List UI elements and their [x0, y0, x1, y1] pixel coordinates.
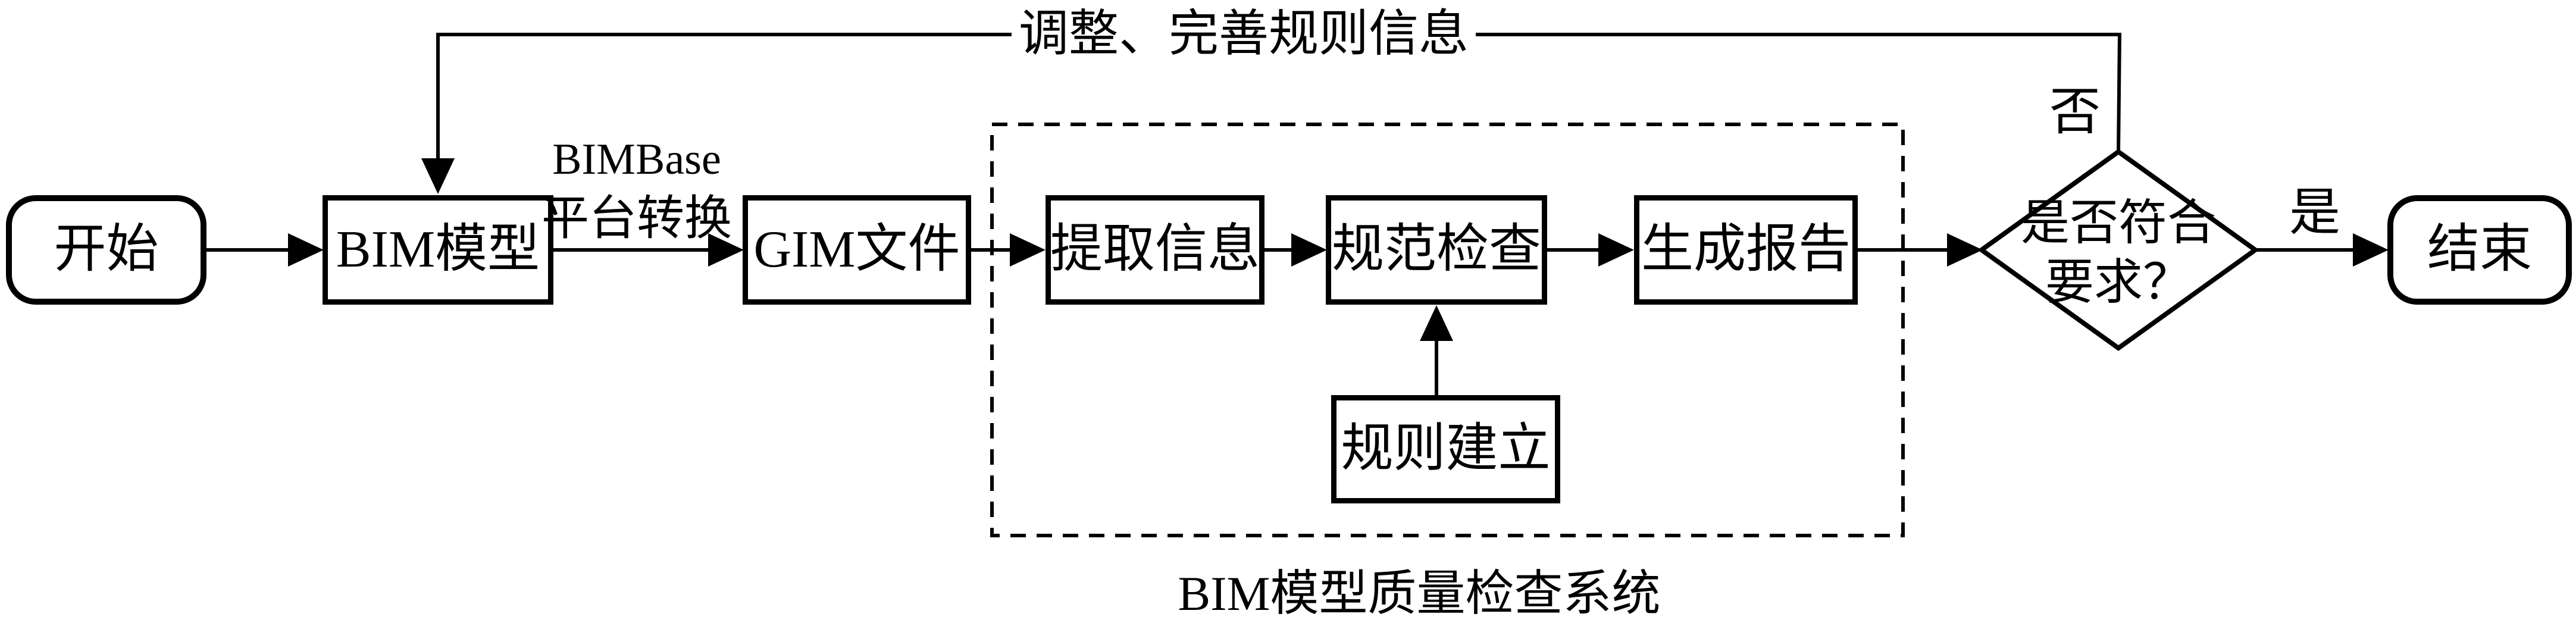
edge-bim-model-to-gim-file [553, 233, 744, 267]
node-gim-file: GIM文件 [743, 195, 971, 305]
node-rule-setup-label: 规则建立 [1341, 420, 1551, 478]
edge-label-bimbase-transform: BIMBase 平台转换 [518, 130, 756, 249]
decision-label-line2: 要求？ [2045, 255, 2192, 309]
edge-spec-check-to-generate-report [1547, 233, 1634, 267]
node-extract-info-label: 提取信息 [1050, 221, 1260, 278]
node-bim-model-label: BIM模型 [336, 221, 540, 278]
node-generate-report-label: 生成报告 [1641, 221, 1851, 278]
node-decision-label: 是否符合 要求？ [2005, 193, 2231, 312]
node-extract-info: 提取信息 [1046, 195, 1264, 305]
node-end-label: 结束 [2427, 221, 2532, 278]
node-bim-model: BIM模型 [323, 195, 553, 305]
node-generate-report: 生成报告 [1634, 195, 1858, 305]
edge-generate-report-to-decision [1858, 233, 1983, 267]
edge-gim-file-to-extract-info [971, 233, 1046, 267]
node-end: 结束 [2387, 195, 2572, 305]
edge-rule-setup-to-spec-check [1420, 305, 1453, 395]
decision-diamond [1977, 149, 2259, 351]
edge-decision-to-bim-model-feedback [421, 33, 2122, 194]
node-start: 开始 [6, 195, 206, 305]
system-caption: BIM模型质量检查系统 [1178, 566, 1661, 621]
edge-label-no: 否 [2049, 83, 2101, 140]
node-start-label: 开始 [54, 221, 159, 278]
node-rule-setup: 规则建立 [1331, 395, 1560, 503]
node-spec-check-label: 规范检查 [1331, 221, 1541, 278]
system-boundary-box [990, 123, 1905, 537]
edge-extract-info-to-spec-check [1264, 233, 1327, 267]
node-gim-file-label: GIM文件 [753, 221, 960, 278]
edge-decision-to-end-yes [2255, 233, 2389, 267]
transform-label-line1: BIMBase [552, 135, 721, 184]
edge-label-feedback: 调整、完善规则信息 [1019, 7, 1469, 62]
node-spec-check: 规范检查 [1326, 195, 1547, 305]
decision-label-line1: 是否符合 [2020, 196, 2216, 250]
edge-label-yes: 是 [2289, 184, 2340, 241]
transform-label-line2: 平台转换 [542, 193, 732, 245]
edge-start-to-bim-model [206, 233, 324, 267]
